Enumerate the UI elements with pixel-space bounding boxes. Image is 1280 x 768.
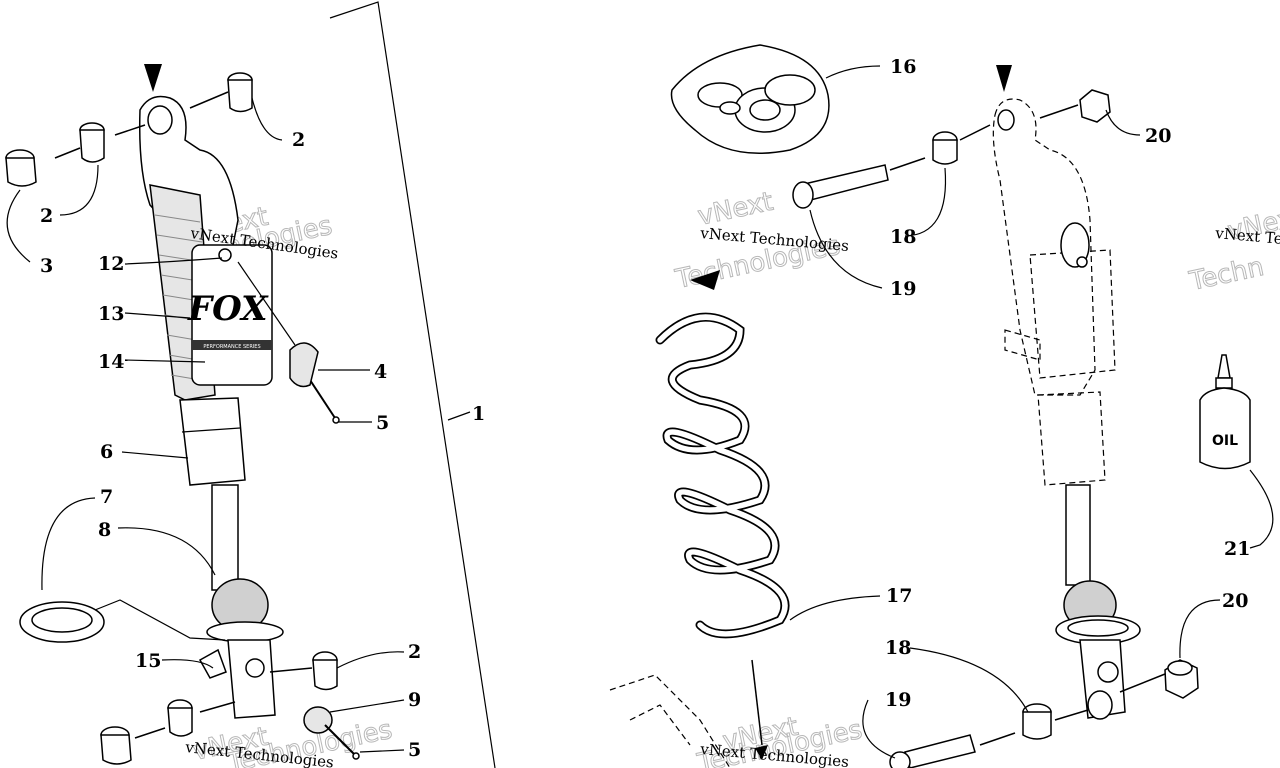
reservoir-band-text: PERFORMANCE SERIES xyxy=(203,344,260,350)
callout-20: 20 xyxy=(1222,590,1248,612)
callout-1: 1 xyxy=(472,403,485,425)
callout-19: 19 xyxy=(885,689,911,711)
right-shock-absorber xyxy=(992,65,1171,720)
adjuster-knob xyxy=(1060,222,1090,268)
callout-4: 4 xyxy=(374,361,387,383)
callout-14: 14 xyxy=(98,351,124,373)
callout-numbers: 1 2 2 2 3 4 5 5 6 7 8 9 12 13 14 15 16 1… xyxy=(40,56,1250,761)
callout-5: 5 xyxy=(408,739,421,761)
left-bushings xyxy=(5,72,338,765)
spring-arrow-icon xyxy=(690,270,720,290)
callout-3: 3 xyxy=(40,255,53,277)
callout-9: 9 xyxy=(408,689,421,711)
callout-16: 16 xyxy=(890,56,916,78)
oil-bottle: OIL xyxy=(1199,354,1251,470)
callout-15: 15 xyxy=(135,650,161,672)
top-arrow-icon xyxy=(144,64,162,92)
watermark-outline: Techn xyxy=(1186,252,1266,297)
callout-7: 7 xyxy=(100,486,113,508)
callout-20: 20 xyxy=(1145,125,1171,147)
oil-bottle-label: OIL xyxy=(1212,433,1238,449)
spring-retainer xyxy=(19,599,226,643)
top-arrow-icon xyxy=(996,65,1012,92)
assembly-bracket xyxy=(329,1,496,768)
callout-19: 19 xyxy=(890,278,916,300)
callout-2: 2 xyxy=(40,205,53,227)
reservoir-band xyxy=(192,340,272,350)
upper-bolt xyxy=(792,124,991,209)
watermark-text: vNext Te xyxy=(1214,224,1280,248)
callout-2: 2 xyxy=(292,129,305,151)
seal-kit xyxy=(670,44,830,155)
callout-17: 17 xyxy=(886,585,912,607)
leader-lines xyxy=(6,65,1274,759)
coil-spring xyxy=(655,270,790,760)
callout-21: 21 xyxy=(1224,538,1250,560)
brand-logo: FOX xyxy=(187,289,269,329)
callout-6: 6 xyxy=(100,441,113,463)
callout-12: 12 xyxy=(98,253,124,275)
callout-18: 18 xyxy=(890,226,916,248)
callout-18: 18 xyxy=(885,637,911,659)
callout-13: 13 xyxy=(98,303,124,325)
left-shock-absorber: PERFORMANCE SERIES FOX xyxy=(138,64,360,760)
callout-5: 5 xyxy=(376,412,389,434)
callout-2: 2 xyxy=(408,641,421,663)
callout-8: 8 xyxy=(98,519,111,541)
right-lower-hardware xyxy=(889,89,1199,768)
phantom-frame xyxy=(609,674,731,768)
